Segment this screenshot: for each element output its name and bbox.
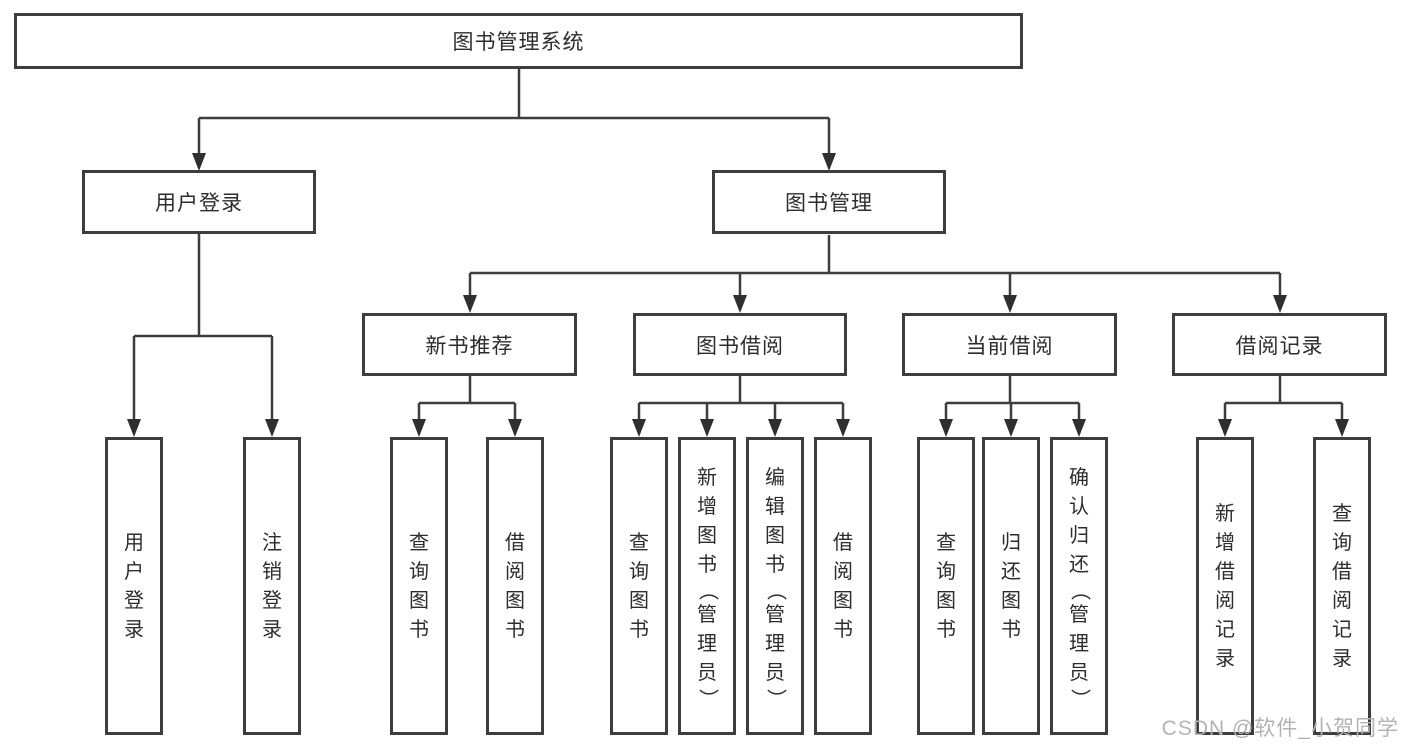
node-borrow-records: 借阅记录 (1172, 313, 1387, 376)
node-book-management: 图书管理 (712, 170, 946, 234)
node-leaf-logout: 注销登录 (243, 437, 301, 735)
node-user-login: 用户登录 (82, 170, 316, 234)
node-leaf-query-borrow-record: 查询借阅记录 (1313, 437, 1371, 735)
node-leaf-borrow-book: 借阅图书 (814, 437, 872, 735)
node-leaf-return-book: 归还图书 (982, 437, 1040, 735)
node-leaf-edit-book-admin: 编辑图书（管理员） (746, 437, 804, 735)
node-leaf-borrow-query-book: 查询图书 (610, 437, 668, 735)
node-new-book-recommend: 新书推荐 (362, 313, 577, 376)
node-current-borrow: 当前借阅 (902, 313, 1117, 376)
node-leaf-current-query-book: 查询图书 (917, 437, 975, 735)
node-leaf-recommend-borrow-book: 借阅图书 (486, 437, 544, 735)
arrowhead-icons (127, 153, 1349, 437)
node-leaf-user-login: 用户登录 (105, 437, 163, 735)
watermark: CSDN @软件_小贺同学 (1161, 717, 1399, 740)
node-book-borrow: 图书借阅 (633, 313, 847, 376)
node-leaf-confirm-return-admin: 确认归还（管理员） (1050, 437, 1108, 735)
node-leaf-add-borrow-record: 新增借阅记录 (1196, 437, 1254, 735)
node-library-system: 图书管理系统 (14, 13, 1023, 69)
node-leaf-recommend-query-book: 查询图书 (390, 437, 448, 735)
node-leaf-add-book-admin: 新增图书（管理员） (678, 437, 736, 735)
